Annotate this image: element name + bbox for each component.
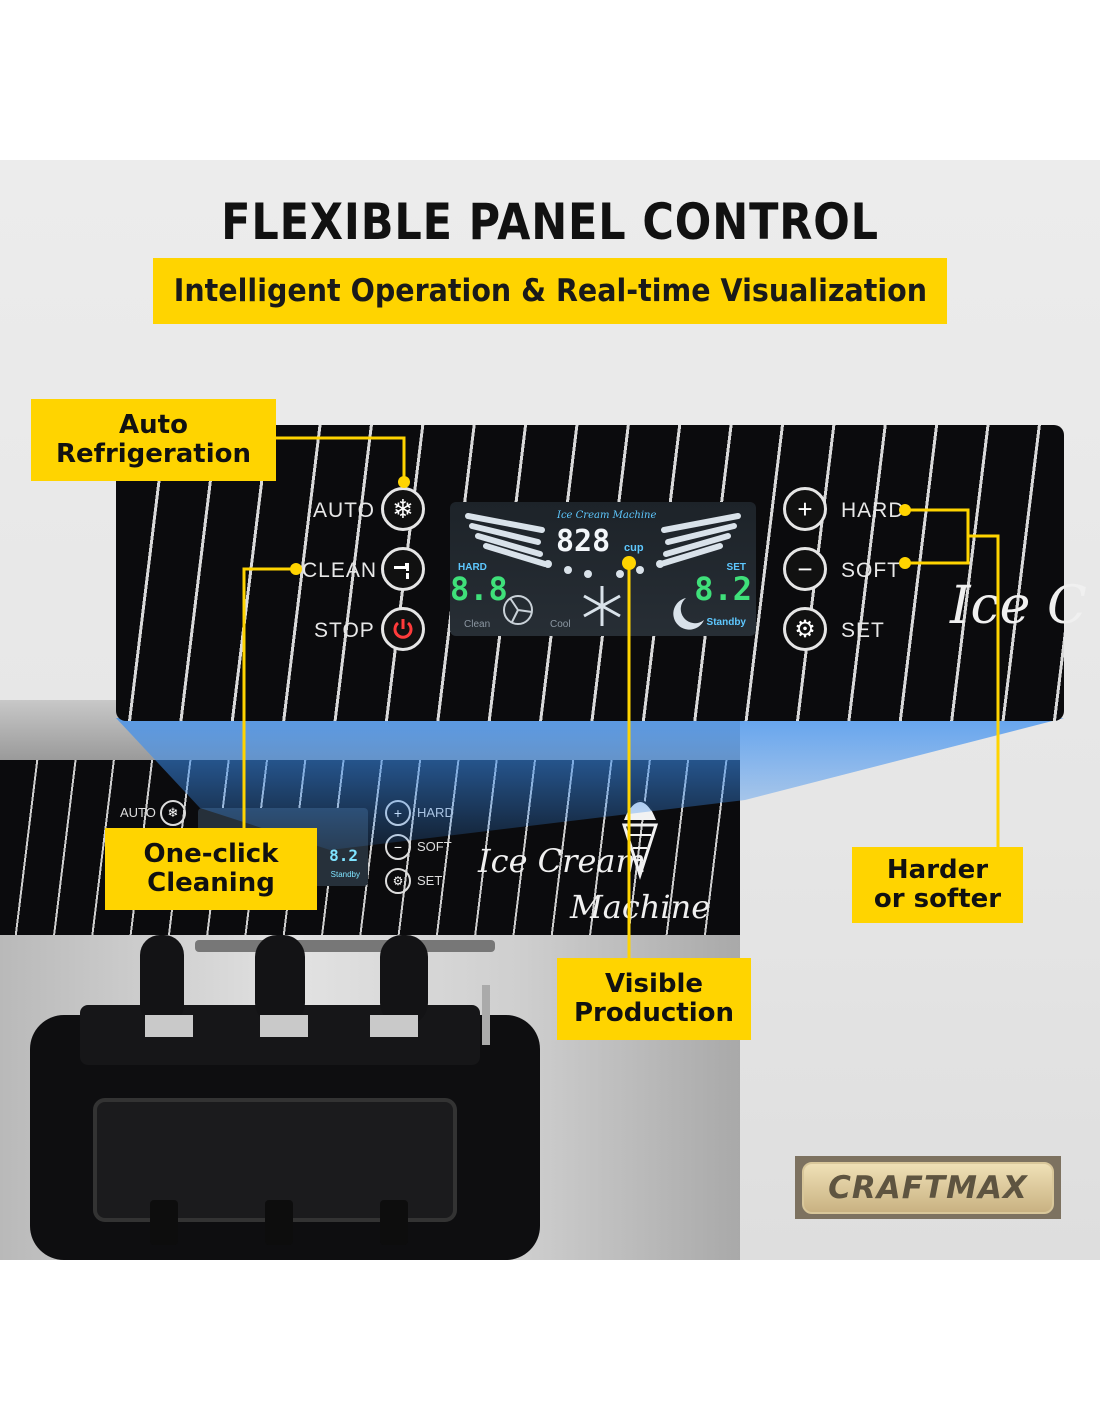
callout-auto-refrigeration-text: Auto Refrigeration xyxy=(55,410,252,469)
callout-auto-refrigeration: Auto Refrigeration xyxy=(31,399,276,481)
cup-count: 828 xyxy=(556,524,611,559)
set-display-label: SET xyxy=(726,562,746,573)
faucet-icon xyxy=(394,563,409,579)
page-subtitle: Intelligent Operation & Real-time Visual… xyxy=(173,273,927,309)
snowflake-icon: ❄ xyxy=(392,493,414,524)
subtitle-banner: Intelligent Operation & Real-time Visual… xyxy=(153,258,947,324)
dispenser-assembly xyxy=(30,935,540,1260)
gear-icon: ⚙ xyxy=(794,615,816,643)
stop-label: STOP xyxy=(314,619,375,642)
hard-value: 8.8 xyxy=(450,570,508,608)
page-title: FLEXIBLE PANEL CONTROL xyxy=(221,193,879,251)
hard-display-label: HARD xyxy=(458,562,487,573)
moon-icon xyxy=(673,598,704,630)
lcd-display: Ice Cream Machine 828 cup HARD 8.8 SET 8… xyxy=(450,502,756,636)
minus-icon: − xyxy=(797,553,813,584)
cup-unit: cup xyxy=(624,542,644,554)
callout-harder-or-softer-text: Harder or softer xyxy=(873,855,1002,914)
machine-script-line2: Machine xyxy=(570,888,711,926)
brand-logo-plate: CRAFTMAX xyxy=(802,1161,1054,1214)
machine-set-label: SET xyxy=(417,873,443,888)
machine-gear-icon: ⚙ xyxy=(385,868,411,894)
callout-visible-production-text: Visible Production xyxy=(574,969,734,1028)
display-brand: Ice Cream Machine xyxy=(557,510,657,521)
set-button[interactable]: ⚙ xyxy=(783,607,827,651)
callout-harder-or-softer: Harder or softer xyxy=(852,847,1023,923)
machine-mini-value: 8.2 xyxy=(329,846,358,865)
callout-visible-production: Visible Production xyxy=(557,958,751,1040)
plus-icon: + xyxy=(797,493,813,524)
auto-button[interactable]: ❄ xyxy=(381,487,425,531)
hard-label: HARD xyxy=(841,499,905,522)
clean-label: CLEAN xyxy=(302,559,378,582)
machine-plus-icon: + xyxy=(385,800,411,826)
machine-hard-label: HARD xyxy=(417,805,454,820)
display-graphics xyxy=(465,513,741,630)
brand-logo: CRAFTMAX xyxy=(795,1156,1061,1219)
clean-display-label: Clean xyxy=(464,619,491,630)
soft-label: SOFT xyxy=(841,559,901,582)
ice-cream-cone-icon xyxy=(621,800,659,880)
machine-mini-standby: Standby xyxy=(330,870,360,879)
callout-one-click-cleaning: One-click Cleaning xyxy=(105,828,317,910)
auto-label: AUTO xyxy=(313,499,375,522)
cool-display-label: Cool xyxy=(550,619,571,630)
clean-button[interactable] xyxy=(381,547,425,591)
machine-soft-label: SOFT xyxy=(417,839,452,854)
machine-auto-label: AUTO xyxy=(120,805,156,820)
soft-button[interactable]: − xyxy=(783,547,827,591)
set-value: 8.2 xyxy=(694,570,752,608)
power-icon xyxy=(393,619,413,639)
hard-button[interactable]: + xyxy=(783,487,827,531)
panel-script-text: Ice C xyxy=(950,576,1087,636)
stop-button[interactable] xyxy=(381,607,425,651)
callout-one-click-cleaning-text: One-click Cleaning xyxy=(143,839,279,898)
machine-snowflake-icon: ❄ xyxy=(160,800,186,826)
set-label: SET xyxy=(841,619,885,642)
large-snowflake-icon xyxy=(583,586,621,626)
standby-display-label: Standby xyxy=(706,617,746,628)
brand-logo-text: CRAFTMAX xyxy=(828,1169,1028,1206)
fan-icon xyxy=(503,595,533,625)
machine-minus-icon: − xyxy=(385,834,411,860)
